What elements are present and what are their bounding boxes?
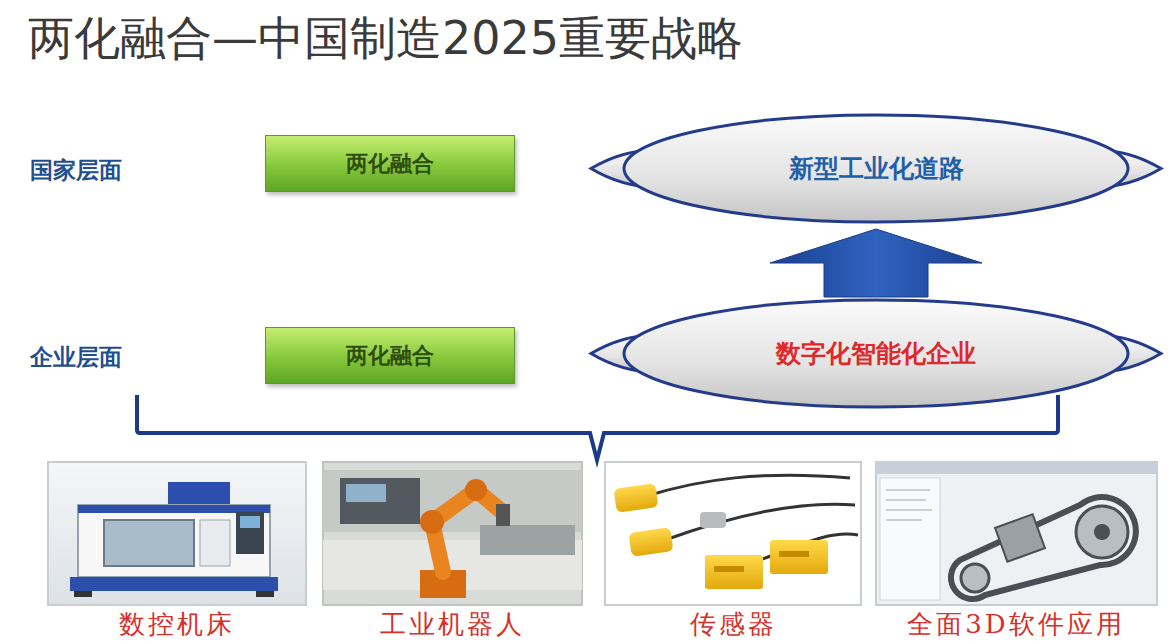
goal-ellipse: 新型工业化道路	[588, 112, 1164, 225]
picture-caption: 数控机床	[119, 607, 235, 642]
ellipse-body	[624, 115, 1128, 222]
node-label: 两化融合	[346, 149, 434, 179]
strategy-box: 两化融合	[265, 327, 515, 384]
3d-software-picture	[876, 462, 1157, 605]
node-label: 两化融合	[346, 341, 434, 371]
cnc-machine-picture	[48, 462, 306, 605]
sensor-picture	[605, 462, 861, 605]
diagram-title: 两化融合—中国制造2025重要战略	[28, 8, 743, 70]
ellipse-body	[624, 300, 1128, 407]
industrial-robot-picture	[323, 462, 582, 605]
picture-caption: 工业机器人	[380, 607, 525, 642]
strategy-box: 两化融合	[265, 135, 515, 192]
picture-caption: 传感器	[690, 607, 777, 642]
row-label: 企业层面	[30, 342, 122, 373]
picture-caption: 全面3D软件应用	[907, 607, 1124, 642]
node-label: 新型工业化道路	[789, 152, 964, 185]
goal-ellipse: 数字化智能化企业	[588, 297, 1164, 410]
node-label: 数字化智能化企业	[776, 337, 976, 370]
row-label: 国家层面	[30, 155, 122, 186]
block-arrow	[770, 229, 982, 297]
